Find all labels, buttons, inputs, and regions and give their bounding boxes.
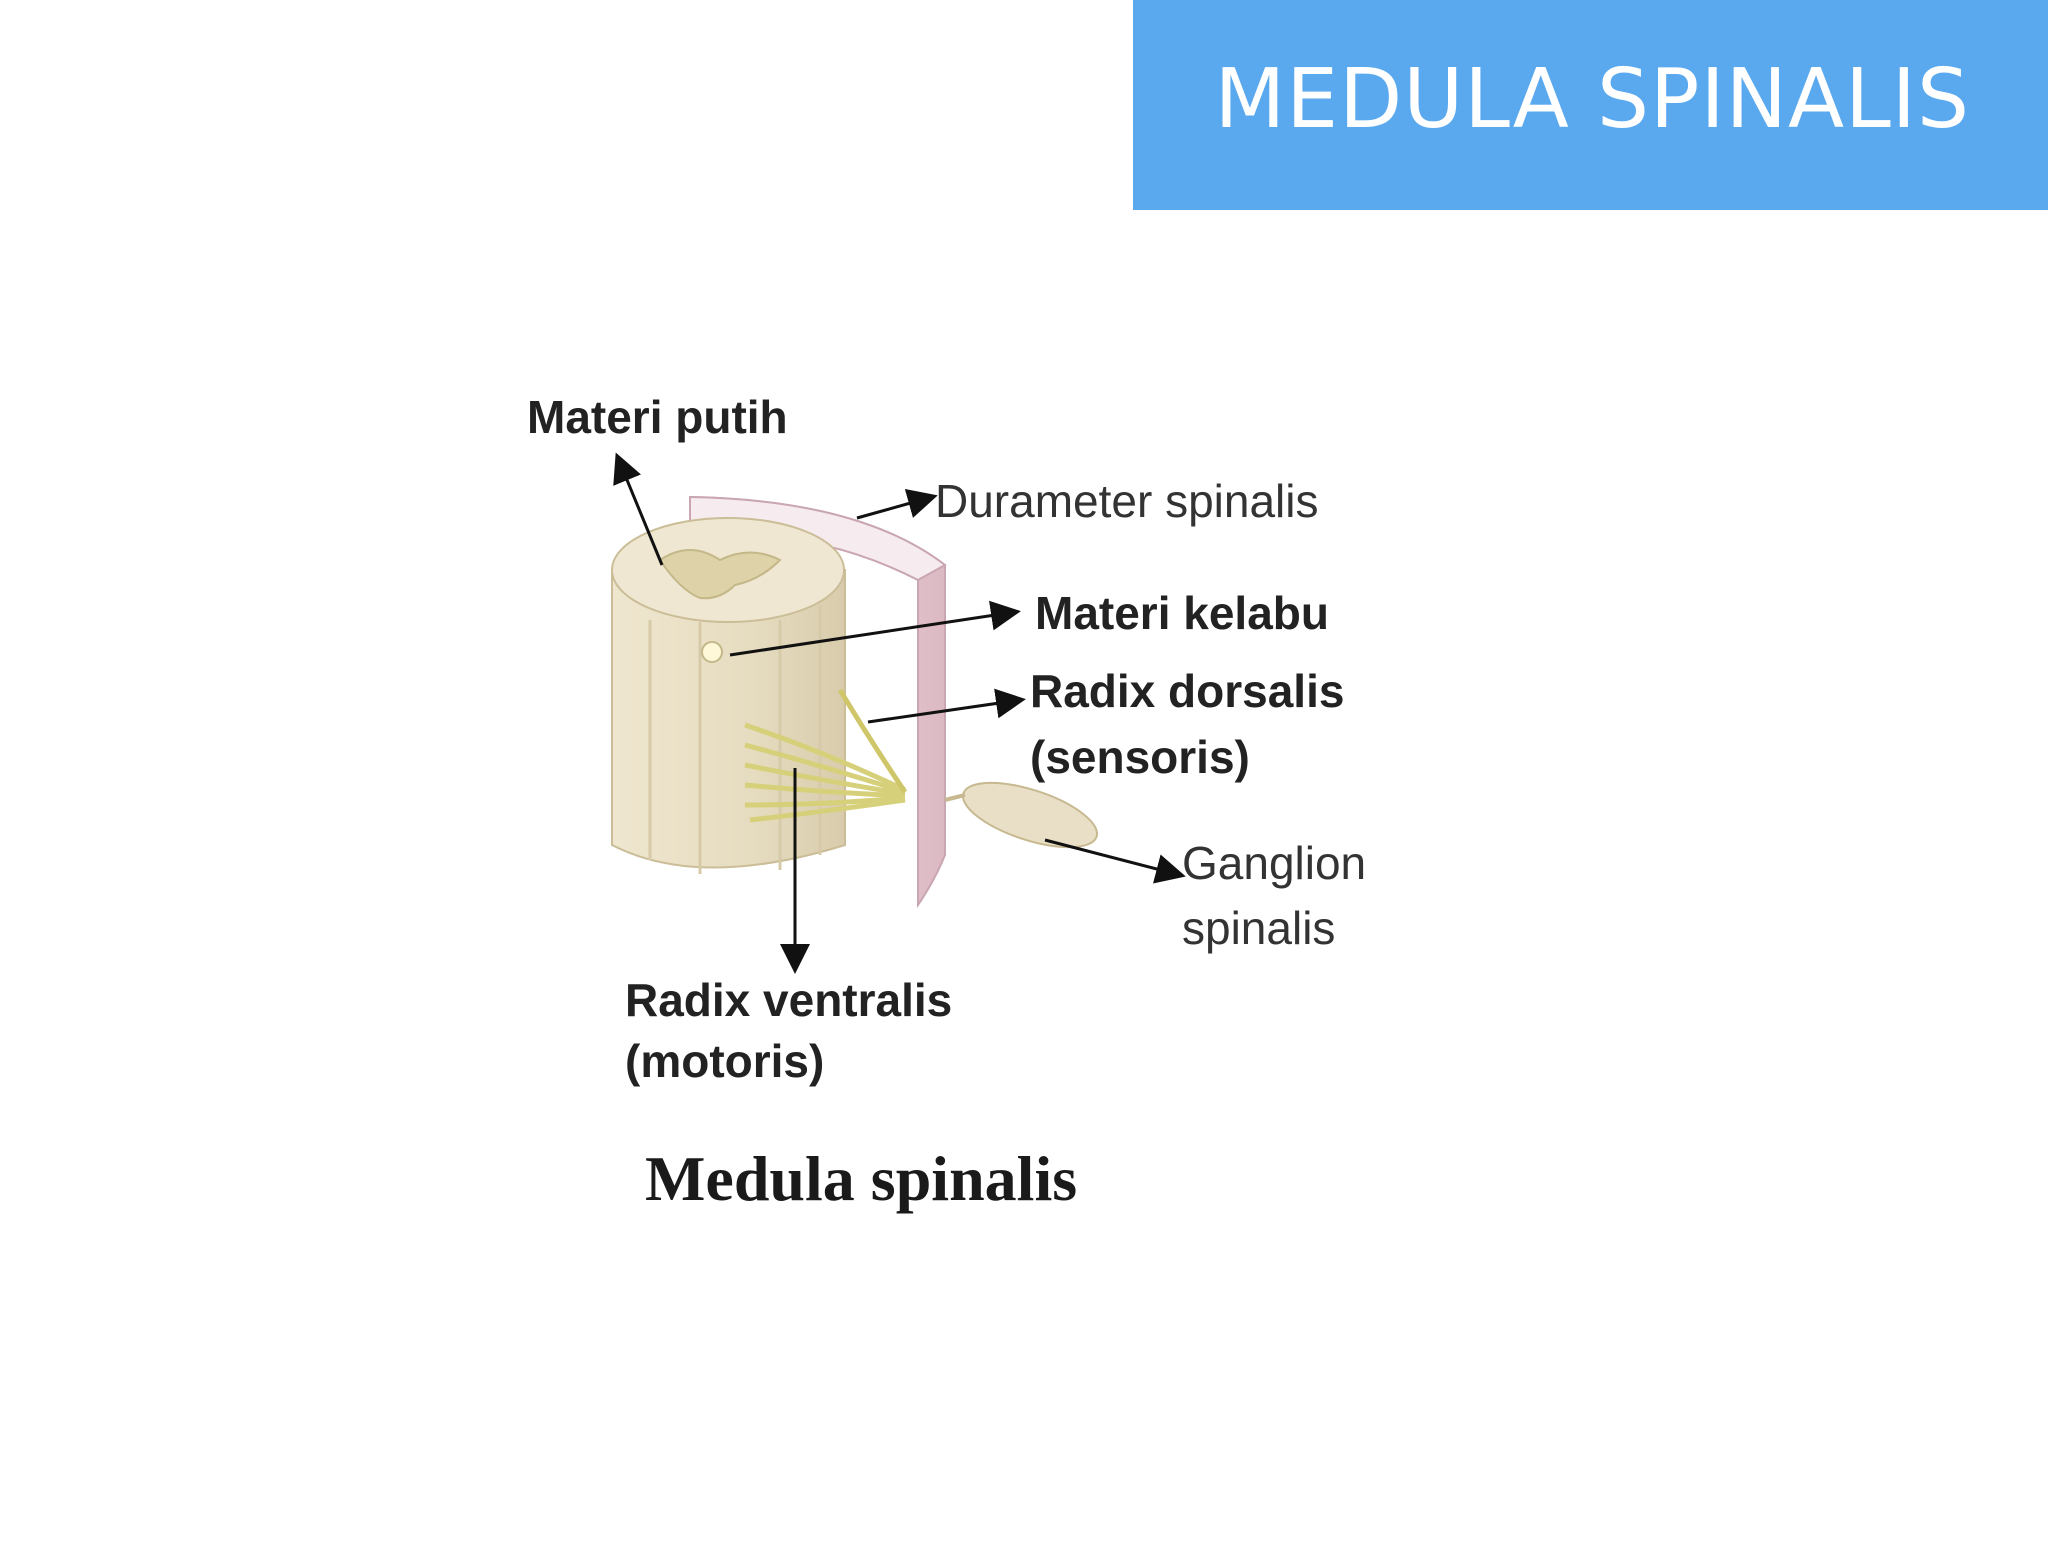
arrow-materi-kelabu [729,600,1021,657]
nerve-roots [744,688,908,823]
label-radix-dorsalis: Radix dorsalis [1030,665,1345,717]
label-radix-dorsalis-sub: (sensoris) [1030,731,1250,783]
label-materi-putih: Materi putih [527,391,788,443]
slide-title: MEDULA SPINALIS [1214,52,1970,147]
grey-matter-shape [658,549,782,663]
spinal-cord-cylinder [611,517,846,874]
arrow-durameter [856,489,938,520]
arrow-materi-putih [613,452,664,566]
diagram-caption: Medula spinalis [645,1143,1078,1214]
arrow-radix-dorsalis [867,688,1026,724]
label-ganglion: Ganglion [1182,837,1367,889]
label-durameter-spinalis: Durameter spinalis [935,475,1319,527]
label-radix-ventralis: Radix ventralis [625,974,953,1026]
ganglion-shape [961,781,1099,849]
label-radix-ventralis-sub: (motoris) [625,1035,825,1087]
label-ganglion-sub: spinalis [1182,902,1336,954]
label-materi-kelabu: Materi kelabu [1035,587,1329,639]
arrow-ganglion [1044,838,1186,884]
title-banner: MEDULA SPINALIS [1133,0,2048,210]
